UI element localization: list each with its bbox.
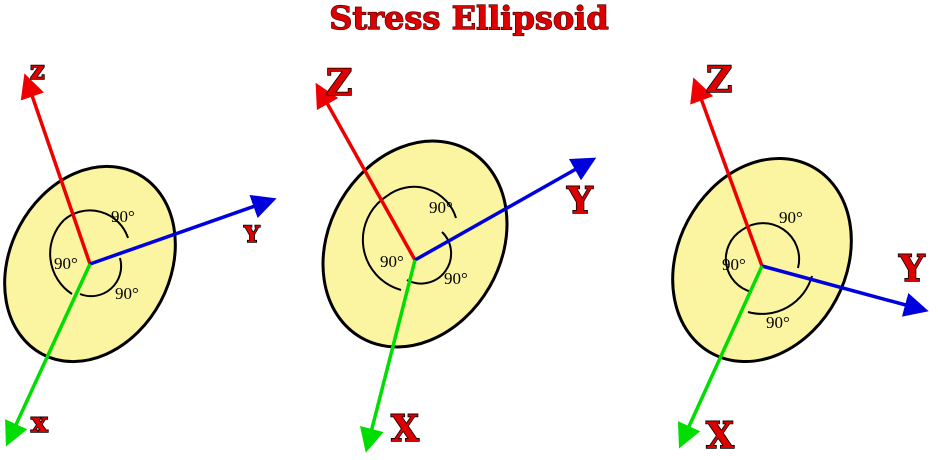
angle-arc-1b <box>49 219 73 295</box>
ellipsoid-panel-3: Z Y X 90° 90° 90° <box>671 58 929 458</box>
y-axis-arrow-1 <box>89 194 277 266</box>
angle-arc-2b <box>361 195 402 291</box>
z-axis-label-3: Z <box>706 59 732 101</box>
angle-label-1c: 90° <box>115 284 139 303</box>
angle-arc-2a <box>386 185 457 219</box>
y-axis-arrow-2 <box>414 157 597 262</box>
x-axis-label-3: X <box>706 415 734 457</box>
x-axis-label-2: X <box>391 408 419 450</box>
x-axis-arrow-1 <box>5 263 92 447</box>
x-axis-label-1: x <box>31 406 48 439</box>
ellipsoid-panel-2: Z Y X 90° 90° 90° <box>315 61 597 453</box>
z-axis-label-2: Z <box>326 62 352 104</box>
angle-label-2b: 90° <box>380 252 404 271</box>
angle-label-3b: 90° <box>722 255 746 274</box>
angle-arc-3b <box>724 229 753 293</box>
ellipsoid-panel-1: z Y x 90° 90° 90° <box>3 55 277 447</box>
angle-label-1b: 90° <box>54 254 78 273</box>
angle-label-3c: 90° <box>766 313 790 332</box>
x-axis-arrow-3 <box>677 265 764 449</box>
y-axis-arrow-3 <box>761 264 929 317</box>
y-axis-label-2: Y <box>566 180 594 222</box>
stress-ellipse-2 <box>321 139 509 349</box>
z-axis-arrow-3 <box>690 77 764 267</box>
angle-arc-1c <box>79 257 123 298</box>
x-axis-arrow-2 <box>359 259 417 453</box>
angle-label-1a: 90° <box>111 207 135 226</box>
angle-label-2a: 90° <box>429 198 453 217</box>
z-axis-arrow-2 <box>315 82 417 261</box>
angle-label-2c: 90° <box>444 269 468 288</box>
angle-arc-3a <box>741 222 801 269</box>
stress-ellipse-1 <box>3 164 177 364</box>
z-axis-label-1: z <box>30 56 45 86</box>
angle-arc-3c <box>747 275 813 315</box>
y-axis-label-3: Y <box>898 248 926 290</box>
diagram-title: Stress Ellipsoid <box>329 0 608 37</box>
y-axis-label-1: Y <box>243 222 260 248</box>
angle-label-3a: 90° <box>779 208 803 227</box>
stress-ellipse-3 <box>671 156 853 364</box>
z-axis-arrow-1 <box>20 73 92 265</box>
